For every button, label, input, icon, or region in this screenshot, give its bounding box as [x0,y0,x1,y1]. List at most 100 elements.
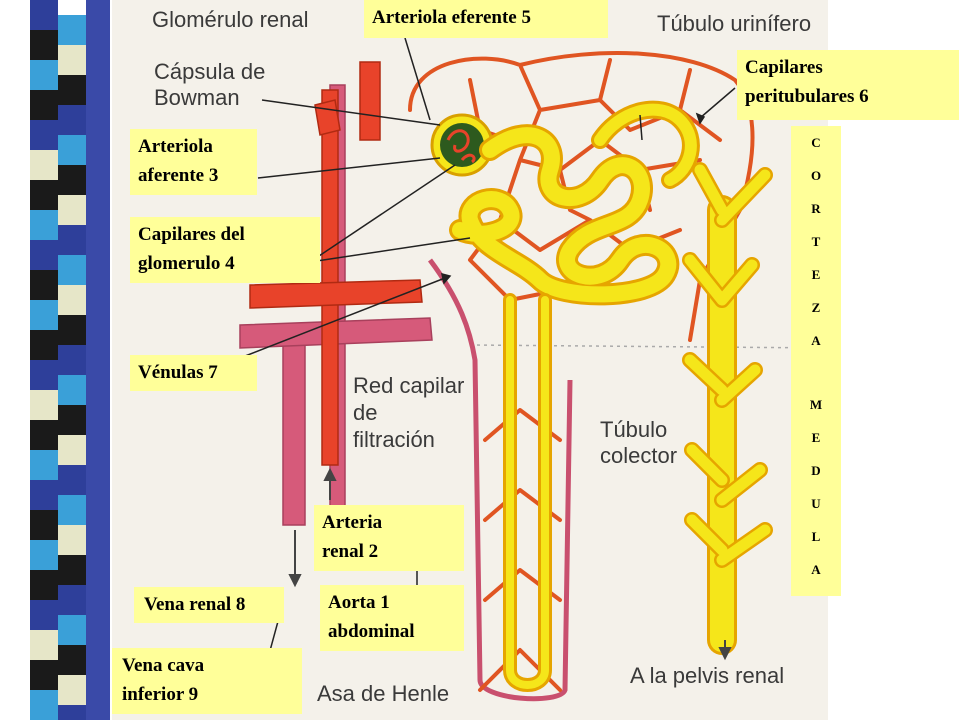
label-capilares-glomerulo-line1: Capilares del [138,224,245,245]
label-capilares-glomerulo: Capilares del glomerulo 4 [130,217,320,283]
artery-vessels [249,61,423,466]
strip-square [30,360,58,390]
glomerulus [430,113,494,177]
strip-square [30,0,58,30]
strip-square [58,495,86,525]
label-arteriola-eferente: Arteriola eferente 5 [364,0,608,38]
tubulo-urinifero-text: Túbulo urinífero [657,12,812,36]
red-capilar-text-1: Red capilar [353,373,465,398]
label-vena-cava-line2: inferior 9 [122,684,199,705]
strip-square [30,60,58,90]
side-letter: E [811,267,821,282]
strip-square [30,630,58,660]
tubules [449,100,773,692]
strip-square [58,615,86,645]
side-letter: T [811,234,821,249]
strip-square [58,345,86,375]
pelvis-renal-text: A la pelvis renal [630,663,785,688]
side-letter: Z [811,300,821,315]
label-aorta-line1: Aorta 1 [328,592,390,613]
strip-square [58,435,86,465]
strip-square [30,600,58,630]
strip-square [30,30,58,60]
strip-square [30,120,58,150]
strip-square [58,675,86,705]
label-aorta-abdominal: Aorta 1 abdominal [320,585,464,651]
tubulo-colector-text-2: colector [600,443,678,468]
side-letter: O [810,168,822,183]
strip-square [58,705,86,720]
strip-square [58,75,86,105]
strip-square [30,270,58,300]
venous-loop [427,258,573,702]
side-letter: R [811,201,821,216]
side-letter: C [811,135,821,150]
strip-square [58,375,86,405]
side-letter: E [811,430,821,446]
strip-square [58,465,86,495]
strip-square [58,255,86,285]
strip-square [58,555,86,585]
strip-square [30,330,58,360]
label-capilares-peritubulares-line2: peritubulares 6 [745,86,869,107]
side-letter: A [811,562,821,578]
strip-square [58,315,86,345]
strip-square [58,645,86,675]
label-aorta-line2: abdominal [328,621,415,642]
strip-bar [86,0,110,720]
strip-square [30,450,58,480]
strip-square [30,510,58,540]
label-vena-cava: Vena cava inferior 9 [112,648,302,714]
strip-square [58,225,86,255]
label-vena-cava-line1: Vena cava [122,655,205,676]
red-capilar-text-2: de [353,400,378,425]
label-arteriola-aferente-line1: Arteriola [138,136,213,157]
strip-square [58,195,86,225]
label-arteriola-aferente: Arteriola aferente 3 [130,129,257,195]
capsula-bowman-text-2: Bowman [154,85,240,110]
strip-square [30,90,58,120]
label-vena-renal: Vena renal 8 [134,587,284,623]
strip-square [58,135,86,165]
strip-square [30,420,58,450]
strip-square [30,690,58,720]
strip-square [30,240,58,270]
strip-square [58,15,86,45]
strip-square [30,210,58,240]
decorative-strip [0,0,110,720]
strip-square [58,45,86,75]
label-capilares-peritubulares: Capilares peritubulares 6 [737,50,959,120]
strip-square [30,480,58,510]
side-letter: M [809,397,823,413]
red-capilar-text-3: filtración [353,427,435,452]
capsula-bowman-text-1: Cápsula de [154,59,266,84]
label-arteria-renal: Arteria renal 2 [314,505,464,571]
strip-square [30,150,58,180]
strip-square [58,105,86,135]
label-arteria-renal-line1: Arteria [322,512,383,533]
side-letter: U [811,496,821,512]
glomerulo-renal-text: Glomérulo renal [152,7,309,32]
strip-square [30,570,58,600]
side-letter: A [811,333,821,348]
label-capilares-glomerulo-line2: glomerulo 4 [138,253,235,274]
label-venulas: Vénulas 7 [130,355,257,391]
strip-square [30,660,58,690]
strip-square [30,180,58,210]
label-arteriola-aferente-line2: aferente 3 [138,165,219,186]
tubulo-colector-text-1: Túbulo [600,417,668,442]
strip-square [30,300,58,330]
strip-square [58,165,86,195]
asa-henle-text: Asa de Henle [317,681,450,706]
side-letter: D [811,463,821,479]
label-capilares-peritubulares-line1: Capilares [745,57,823,78]
strip-square [30,390,58,420]
strip-square [58,525,86,555]
strip-square [30,540,58,570]
strip-square [58,405,86,435]
strip-square [58,585,86,615]
strip-square [58,285,86,315]
corteza-medula-label: C O R T E Z A M E D U L A [791,126,841,596]
side-letter: L [811,529,821,545]
